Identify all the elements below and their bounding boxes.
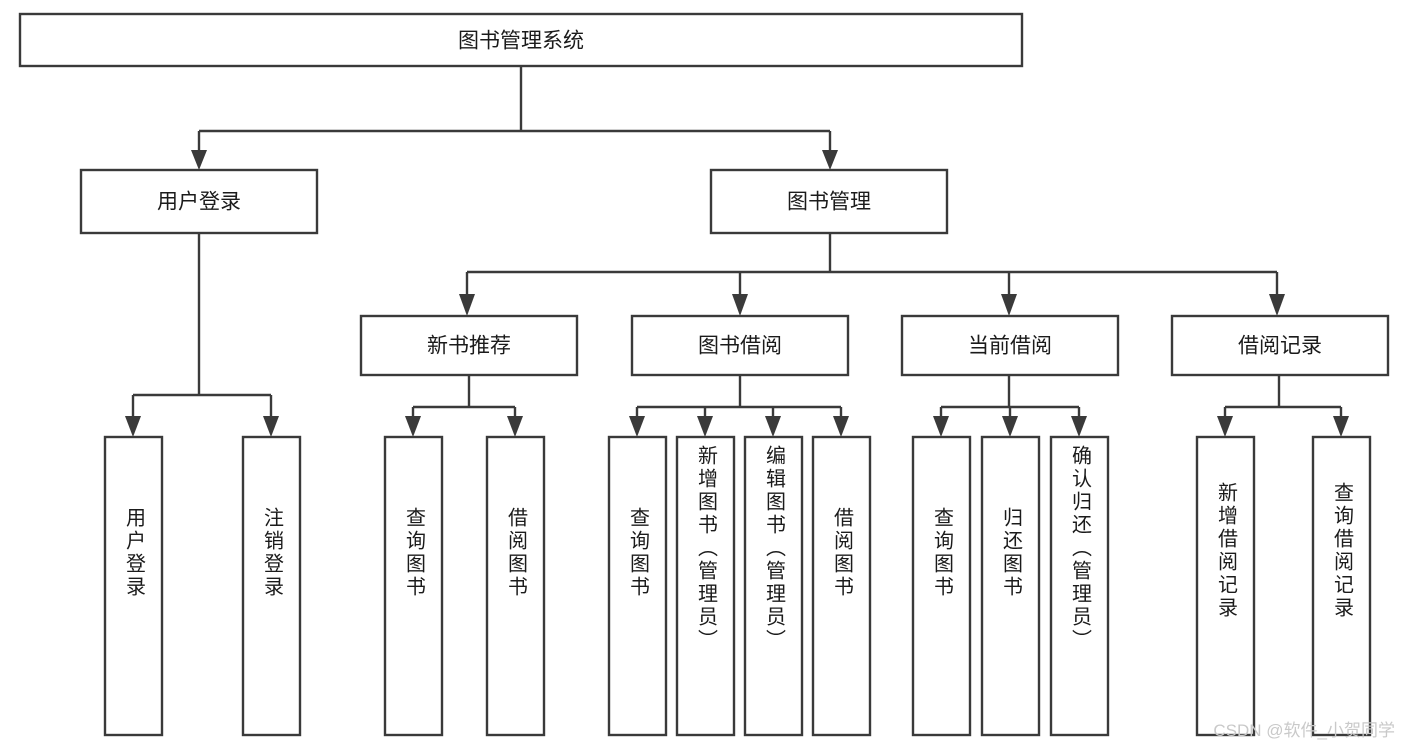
node-root-label: 图书管理系统 (458, 30, 584, 53)
leaf-return-book-box[interactable] (980, 435, 1041, 737)
arrowhead-leaf-user-login (125, 416, 141, 437)
arrowhead-leaf-query-book-2 (629, 416, 645, 437)
node-root-box[interactable] (18, 12, 1024, 68)
leaf-confirm-return-box[interactable] (1049, 435, 1110, 737)
node-user-login-label: 用户登录 (157, 191, 241, 214)
leaf-query-book-1-box[interactable] (383, 435, 444, 737)
node-current-borrow-label: 当前借阅 (968, 335, 1052, 358)
arrowhead-leaf-user-logout (263, 416, 279, 437)
arrowhead-leaf-query-book-3 (933, 416, 949, 437)
arrowhead-leaf-return-book (1002, 416, 1018, 437)
node-book-borrow-label: 图书借阅 (698, 335, 782, 358)
connector-layer (125, 66, 1349, 437)
node-new-book-recommend-label: 新书推荐 (427, 335, 511, 358)
arrowhead-new-book-recommend (459, 294, 475, 316)
leaf-edit-book-box[interactable] (743, 435, 804, 737)
leaf-borrow-book-2-box[interactable] (811, 435, 872, 737)
arrowhead-leaf-edit-book (765, 416, 781, 437)
arrowhead-borrow-record (1269, 294, 1285, 316)
leaf-user-login-box[interactable] (103, 435, 164, 737)
node-borrow-record[interactable]: 借阅记录 (1170, 314, 1390, 377)
leaf-query-book-2-box[interactable] (607, 435, 668, 737)
node-book-borrow-box[interactable] (630, 314, 850, 377)
leaf-add-book-box[interactable] (675, 435, 736, 737)
node-book-manage[interactable]: 图书管理 (709, 168, 949, 235)
leaf-user-logout-box[interactable] (241, 435, 302, 737)
arrowhead-current-borrow (1001, 294, 1017, 316)
arrowhead-leaf-add-book (697, 416, 713, 437)
arrowhead-book-borrow (732, 294, 748, 316)
leaf-query-borrow-rec-box[interactable] (1311, 435, 1372, 737)
arrowhead-leaf-borrow-book-1 (507, 416, 523, 437)
arrowhead-book-manage (822, 150, 838, 170)
leaf-boxes-layer (103, 435, 1372, 737)
node-book-borrow[interactable]: 图书借阅 (630, 314, 850, 377)
node-borrow-record-box[interactable] (1170, 314, 1390, 377)
node-new-book-recommend[interactable]: 新书推荐 (359, 314, 579, 377)
node-borrow-record-label: 借阅记录 (1238, 335, 1322, 358)
leaf-borrow-book-1-box[interactable] (485, 435, 546, 737)
arrowhead-leaf-confirm-return (1071, 416, 1087, 437)
arrowhead-user-login (191, 150, 207, 170)
arrowhead-leaf-query-book-1 (405, 416, 421, 437)
node-root[interactable]: 图书管理系统 (18, 12, 1024, 68)
node-current-borrow-box[interactable] (900, 314, 1120, 377)
arrowhead-leaf-query-borrow-rec (1333, 416, 1349, 437)
node-book-manage-box[interactable] (709, 168, 949, 235)
node-user-login-box[interactable] (79, 168, 319, 235)
node-user-login[interactable]: 用户登录 (79, 168, 319, 235)
node-new-book-recommend-box[interactable] (359, 314, 579, 377)
leaf-query-book-3-box[interactable] (911, 435, 972, 737)
node-current-borrow[interactable]: 当前借阅 (900, 314, 1120, 377)
leaf-add-borrow-rec-box[interactable] (1195, 435, 1256, 737)
node-book-manage-label: 图书管理 (787, 191, 871, 214)
arrowhead-leaf-borrow-book-2 (833, 416, 849, 437)
arrowhead-leaf-add-borrow-rec (1217, 416, 1233, 437)
